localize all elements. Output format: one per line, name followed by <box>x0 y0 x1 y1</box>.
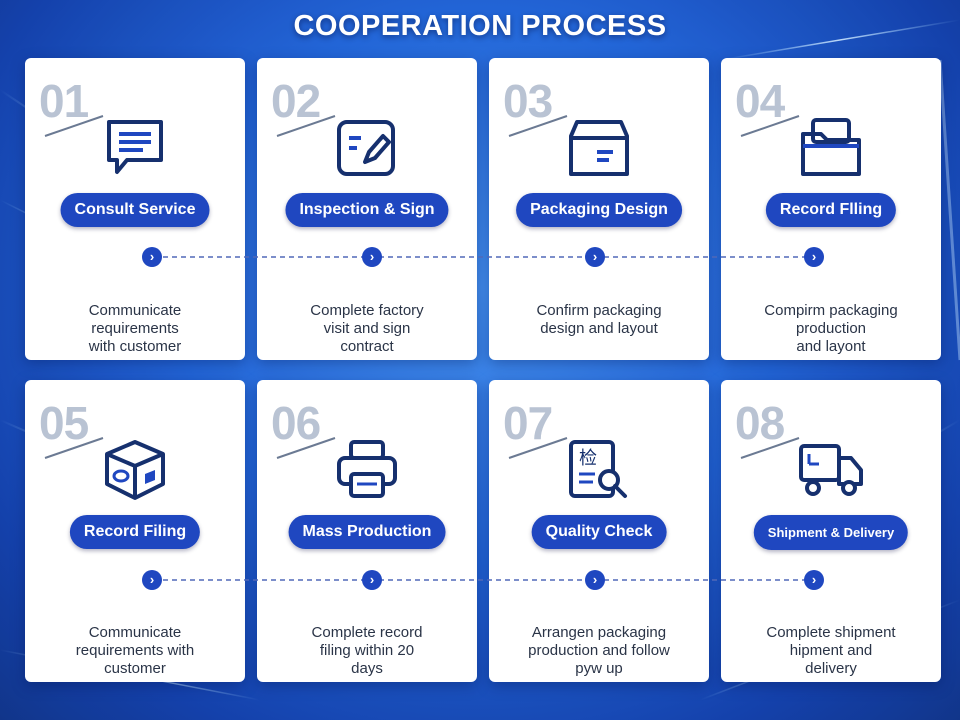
step-label-pill[interactable]: Quality Check <box>531 515 667 549</box>
number-slash-decoration <box>508 115 568 137</box>
inspection-icon: 检 <box>569 440 627 498</box>
step-description: Compirm packaging production and layont <box>764 302 898 355</box>
step-description: Communicate requirements with customer <box>75 624 195 677</box>
step-card-02: 02 Inspection & Sign Complete factory vi… <box>257 58 477 360</box>
step-label-pill[interactable]: Inspection & Sign <box>285 193 449 227</box>
row2-dashed-connector <box>154 579 810 581</box>
step-number: 05 <box>39 397 89 449</box>
step-label-pill[interactable]: Record Filing <box>69 515 201 549</box>
arrow-right-icon: › <box>142 247 162 267</box>
step-label-pill[interactable]: Consult Service <box>60 193 210 227</box>
number-slash-decoration <box>44 115 104 137</box>
number-slash-decoration <box>508 437 568 459</box>
step-description: Complete record filing within 20 days <box>311 624 423 677</box>
step-description: Confirm packaging design and layout <box>536 302 662 337</box>
step-card-03: 03 Packaging Design Confirm packaging de… <box>489 58 709 360</box>
step-description: Complete factory visit and sign contract <box>310 302 424 355</box>
arrow-right-icon: › <box>142 570 162 590</box>
number-slash-decoration <box>276 115 336 137</box>
printer-icon <box>337 440 397 498</box>
step-number: 08 <box>735 397 785 449</box>
arrow-right-icon: › <box>585 570 605 590</box>
truck-icon <box>799 444 863 496</box>
number-slash-decoration <box>44 437 104 459</box>
number-slash-decoration <box>740 437 800 459</box>
number-slash-decoration <box>276 437 336 459</box>
step-number: 02 <box>271 75 321 127</box>
package-3d-icon <box>105 440 165 500</box>
step-card-08: 08 Shipment & Delivery Complete shipment… <box>721 380 941 682</box>
document-sign-icon <box>337 120 395 176</box>
arrow-right-icon: › <box>362 247 382 267</box>
page-title: COOPERATION PROCESS <box>293 10 667 42</box>
step-number: 03 <box>503 75 553 127</box>
step-number: 06 <box>271 397 321 449</box>
folder-icon <box>801 118 861 176</box>
step-label-pill[interactable]: Shipment & Delivery <box>753 515 909 550</box>
step-card-06: 06 Mass Production Complete record filin… <box>257 380 477 682</box>
step-number: 07 <box>503 397 553 449</box>
row1-dashed-connector <box>154 256 810 258</box>
step-card-04: 04 Record Flling Compirm packaging produ… <box>721 58 941 360</box>
step-number: 01 <box>39 75 89 127</box>
step-card-07: 07 检 Quality Check Arrangen packaging pr… <box>489 380 709 682</box>
number-slash-decoration <box>740 115 800 137</box>
step-number: 04 <box>735 75 785 127</box>
step-description: Communicate requirements with customer <box>88 302 182 355</box>
arrow-right-icon: › <box>362 570 382 590</box>
box-icon <box>569 120 629 176</box>
step-label-pill[interactable]: Packaging Design <box>516 193 682 227</box>
inspection-glyph: 检 <box>579 448 597 469</box>
step-description: Complete shipment hipment and delivery <box>766 624 896 677</box>
step-card-01: 01 Consult Service Communicate requireme… <box>25 58 245 360</box>
step-description: Arrangen packaging production and follow… <box>528 624 670 677</box>
chat-icon <box>107 120 163 174</box>
arrow-right-icon: › <box>804 570 824 590</box>
step-label-pill[interactable]: Mass Production <box>288 515 446 549</box>
step-label-pill[interactable]: Record Flling <box>765 193 897 227</box>
arrow-right-icon: › <box>804 247 824 267</box>
step-card-05: 05 Record Filing Communicate requirement… <box>25 380 245 682</box>
arrow-right-icon: › <box>585 247 605 267</box>
